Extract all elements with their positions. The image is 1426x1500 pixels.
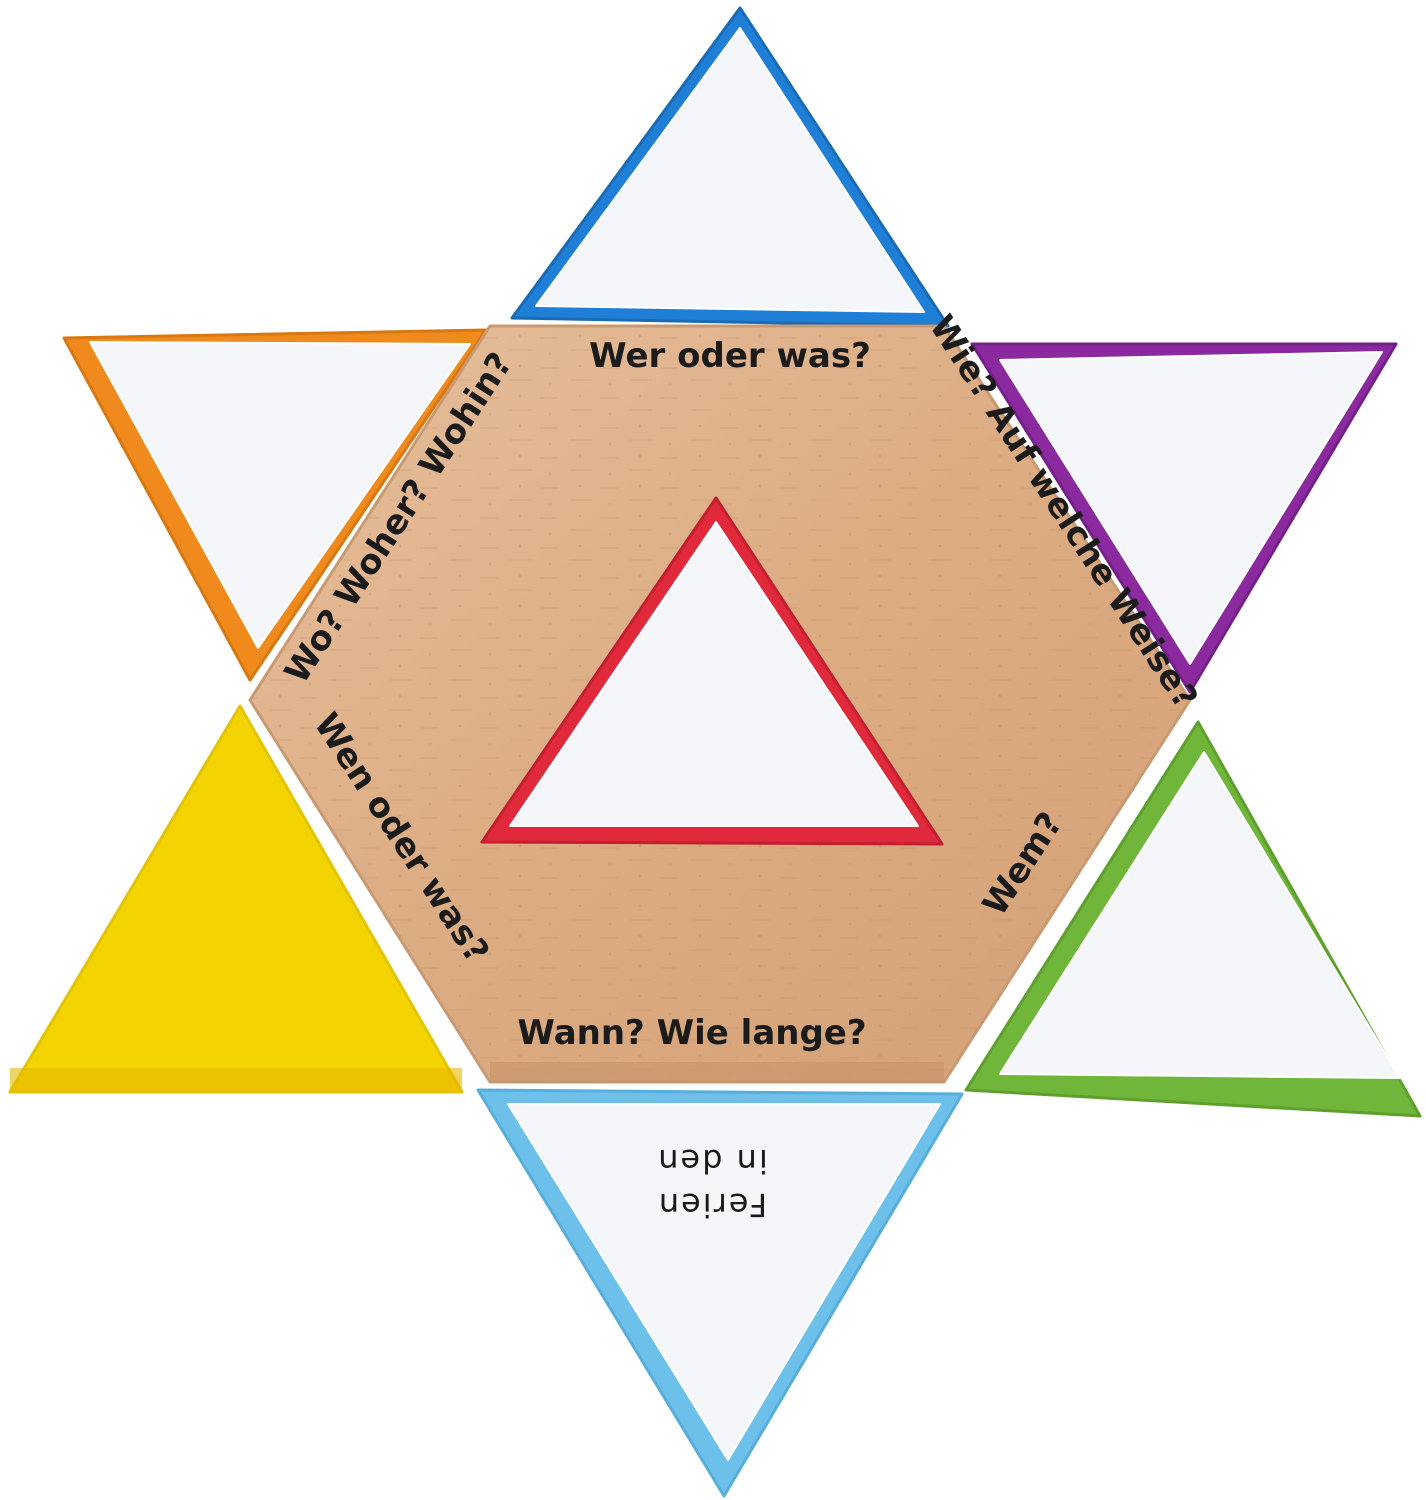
upper-left-triangle-tile[interactable] (62, 328, 488, 682)
lower-right-triangle-card (999, 751, 1401, 1079)
upper-right-triangle-tile[interactable] (970, 342, 1398, 694)
center-triangle-tile[interactable] (480, 496, 944, 846)
top-triangle-tile[interactable] (510, 6, 950, 328)
lower-left-triangle-tile[interactable] (8, 704, 464, 1094)
wooden-hexagon-board: Wer oder was? Wie? Auf welche Weise? Wem… (248, 308, 1205, 1084)
bottom-card-line1: in den (656, 1142, 768, 1180)
upper-left-triangle-card (89, 341, 471, 649)
board-label-bottom: Wann? Wie lange? (517, 1013, 866, 1053)
top-triangle-card (535, 27, 925, 313)
bottom-card-line2: Ferien (657, 1186, 767, 1224)
upper-right-triangle-card (999, 351, 1383, 665)
bottom-triangle-tile[interactable]: Ferien in den (476, 1088, 964, 1498)
center-triangle-card (509, 521, 919, 827)
lower-right-triangle-tile[interactable] (964, 720, 1422, 1118)
bottom-triangle-card (507, 1103, 941, 1461)
board-label-top: Wer oder was? (589, 336, 871, 376)
